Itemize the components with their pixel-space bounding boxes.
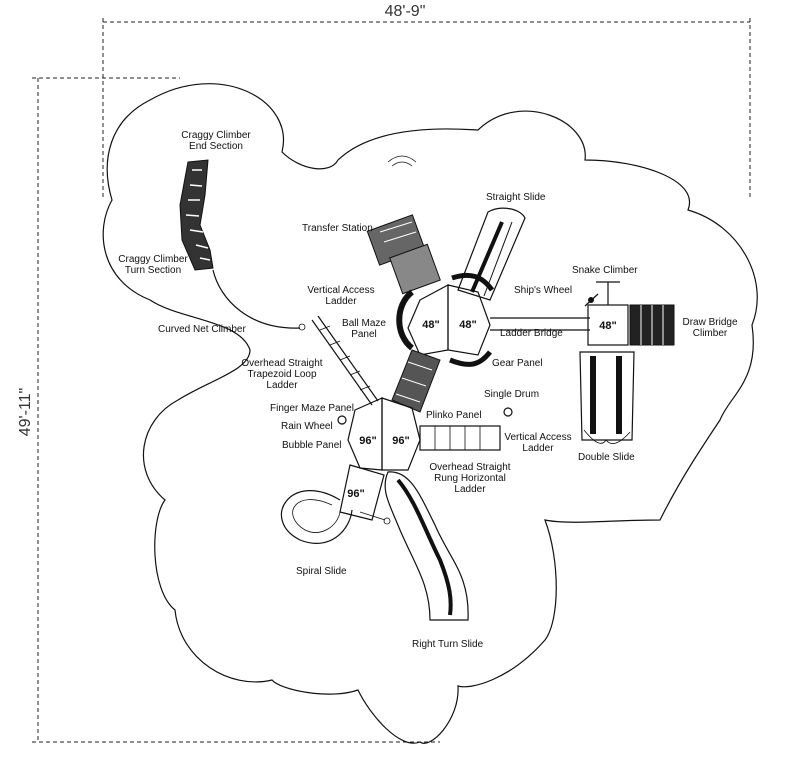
- label-single-drum: Single Drum: [484, 389, 539, 400]
- overhead-rung-ladder-drawing: [419, 425, 501, 451]
- transfer-station-drawing: [366, 214, 441, 295]
- label-double-slide: Double Slide: [578, 452, 635, 463]
- craggy-climber-drawing: [179, 159, 214, 271]
- draw-bridge-climber-drawing: [629, 304, 675, 346]
- use-zone-boundary: [102, 83, 758, 744]
- right-turn-slide-drawing: [384, 471, 469, 621]
- label-spiral-slide: Spiral Slide: [296, 566, 347, 577]
- deck-96-lower: 96": [339, 464, 385, 521]
- label-gear-panel: Gear Panel: [492, 358, 543, 369]
- ladder-bridge-drawing: [490, 317, 590, 331]
- deck-label-5: 96": [392, 435, 409, 447]
- height-dimension: 49'-11": [17, 388, 34, 436]
- gear-panel-drawing: [449, 350, 492, 367]
- deck-96-pair: 96" 96": [347, 397, 421, 471]
- spiral-slide-drawing: [280, 490, 391, 545]
- single-drum-drawing: [503, 407, 513, 417]
- label-ladder-bridge: Ladder Bridge: [500, 328, 563, 339]
- deck-label-1: 48": [422, 319, 439, 331]
- label-bubble-panel: Bubble Panel: [282, 440, 342, 451]
- vertical-access-ladder-top-drawing: [311, 315, 379, 406]
- ball-maze-panel-drawing: [396, 289, 415, 351]
- label-ships-wheel: Ship's Wheel: [514, 285, 572, 296]
- snake-climber-drawing: [584, 281, 620, 307]
- top-decoration: [387, 155, 417, 167]
- width-dimension: 48'-9": [385, 3, 426, 20]
- dimension-lines: 48'-9" 49'-11": [17, 3, 751, 743]
- label-plinko: Plinko Panel: [426, 410, 482, 421]
- deck-label-3: 48": [599, 320, 616, 332]
- label-snake-climber: Snake Climber: [572, 265, 638, 276]
- overhead-trapezoid-drawing: [391, 349, 441, 413]
- double-slide-drawing: [579, 351, 635, 444]
- deck-label-2: 48": [459, 319, 476, 331]
- deck-label-6: 96": [347, 488, 364, 500]
- label-right-turn-slide: Right Turn Slide: [412, 639, 484, 650]
- label-transfer-station: Transfer Station: [302, 223, 373, 234]
- label-curved-net: Curved Net Climber: [158, 324, 246, 335]
- curved-net-climber-drawing: [212, 269, 301, 329]
- deck-48-right: 48": [587, 304, 629, 346]
- deck-label-4: 96": [359, 435, 376, 447]
- label-rain-wheel: Rain Wheel: [281, 421, 333, 432]
- label-finger-maze: Finger Maze Panel: [270, 403, 354, 414]
- label-straight-slide: Straight Slide: [486, 192, 546, 203]
- deck-48-pair: 48" 48": [407, 283, 491, 356]
- rain-wheel-drawing: [337, 415, 347, 425]
